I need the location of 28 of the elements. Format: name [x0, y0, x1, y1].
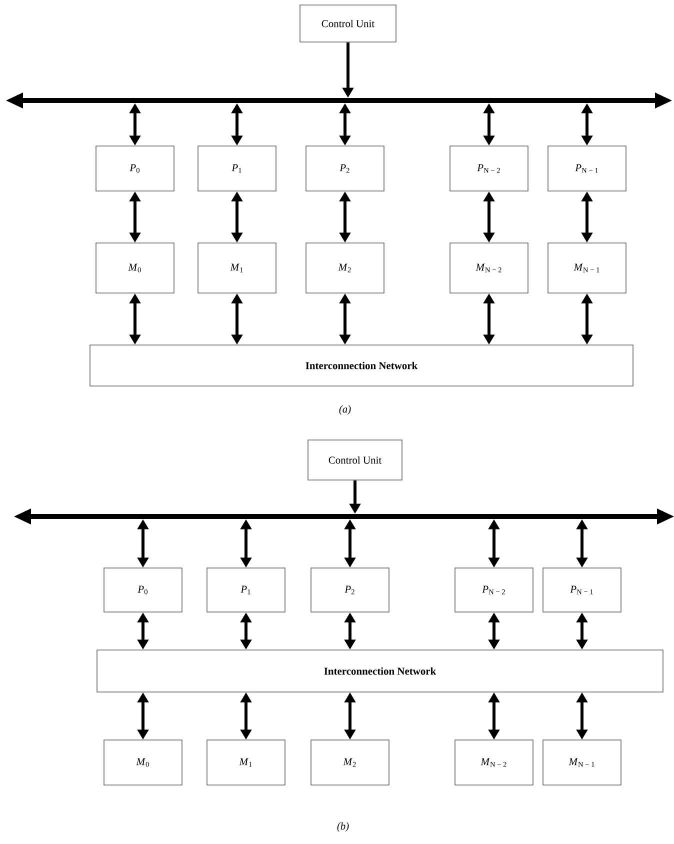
bus-line	[14, 508, 674, 524]
process-box: P$_{N − 2}$	[454, 568, 534, 612]
process-box: M$_{2}$	[306, 242, 384, 294]
process-box: M$_{1}$	[198, 242, 276, 294]
process-box: M$_{N − 2}$	[450, 242, 528, 294]
process-box: P$_{0}$	[96, 146, 174, 192]
process-box: M$_{N − 1}$	[548, 242, 626, 294]
process-box: M$_{2}$	[310, 740, 390, 786]
figure-label: (b)	[337, 822, 349, 832]
process-box: M$_{N − 2}$	[454, 740, 534, 786]
process-box: P$_{0}$	[104, 568, 182, 612]
network-box: Interconnection Network	[96, 650, 664, 692]
process-box: M$_{0}$	[96, 242, 174, 294]
process-box: P$_{N − 2}$	[450, 146, 528, 192]
figure-label: (a)	[339, 405, 351, 415]
control-unit-box: Control Unit	[300, 4, 396, 42]
control-unit-box: Control Unit	[308, 440, 402, 480]
process-box: P$_{2}$	[306, 146, 384, 192]
process-box: P$_{2}$	[310, 568, 390, 612]
process-box: P$_{1}$	[198, 146, 276, 192]
bus-line	[6, 92, 672, 108]
process-box: M$_{N − 1}$	[542, 740, 622, 786]
process-box: M$_{0}$	[104, 740, 182, 786]
process-box: M$_{1}$	[206, 740, 286, 786]
process-box: P$_{1}$	[206, 568, 286, 612]
network-box: Interconnection Network	[90, 344, 634, 386]
process-box: P$_{N − 1}$	[542, 568, 622, 612]
process-box: P$_{N − 1}$	[548, 146, 626, 192]
